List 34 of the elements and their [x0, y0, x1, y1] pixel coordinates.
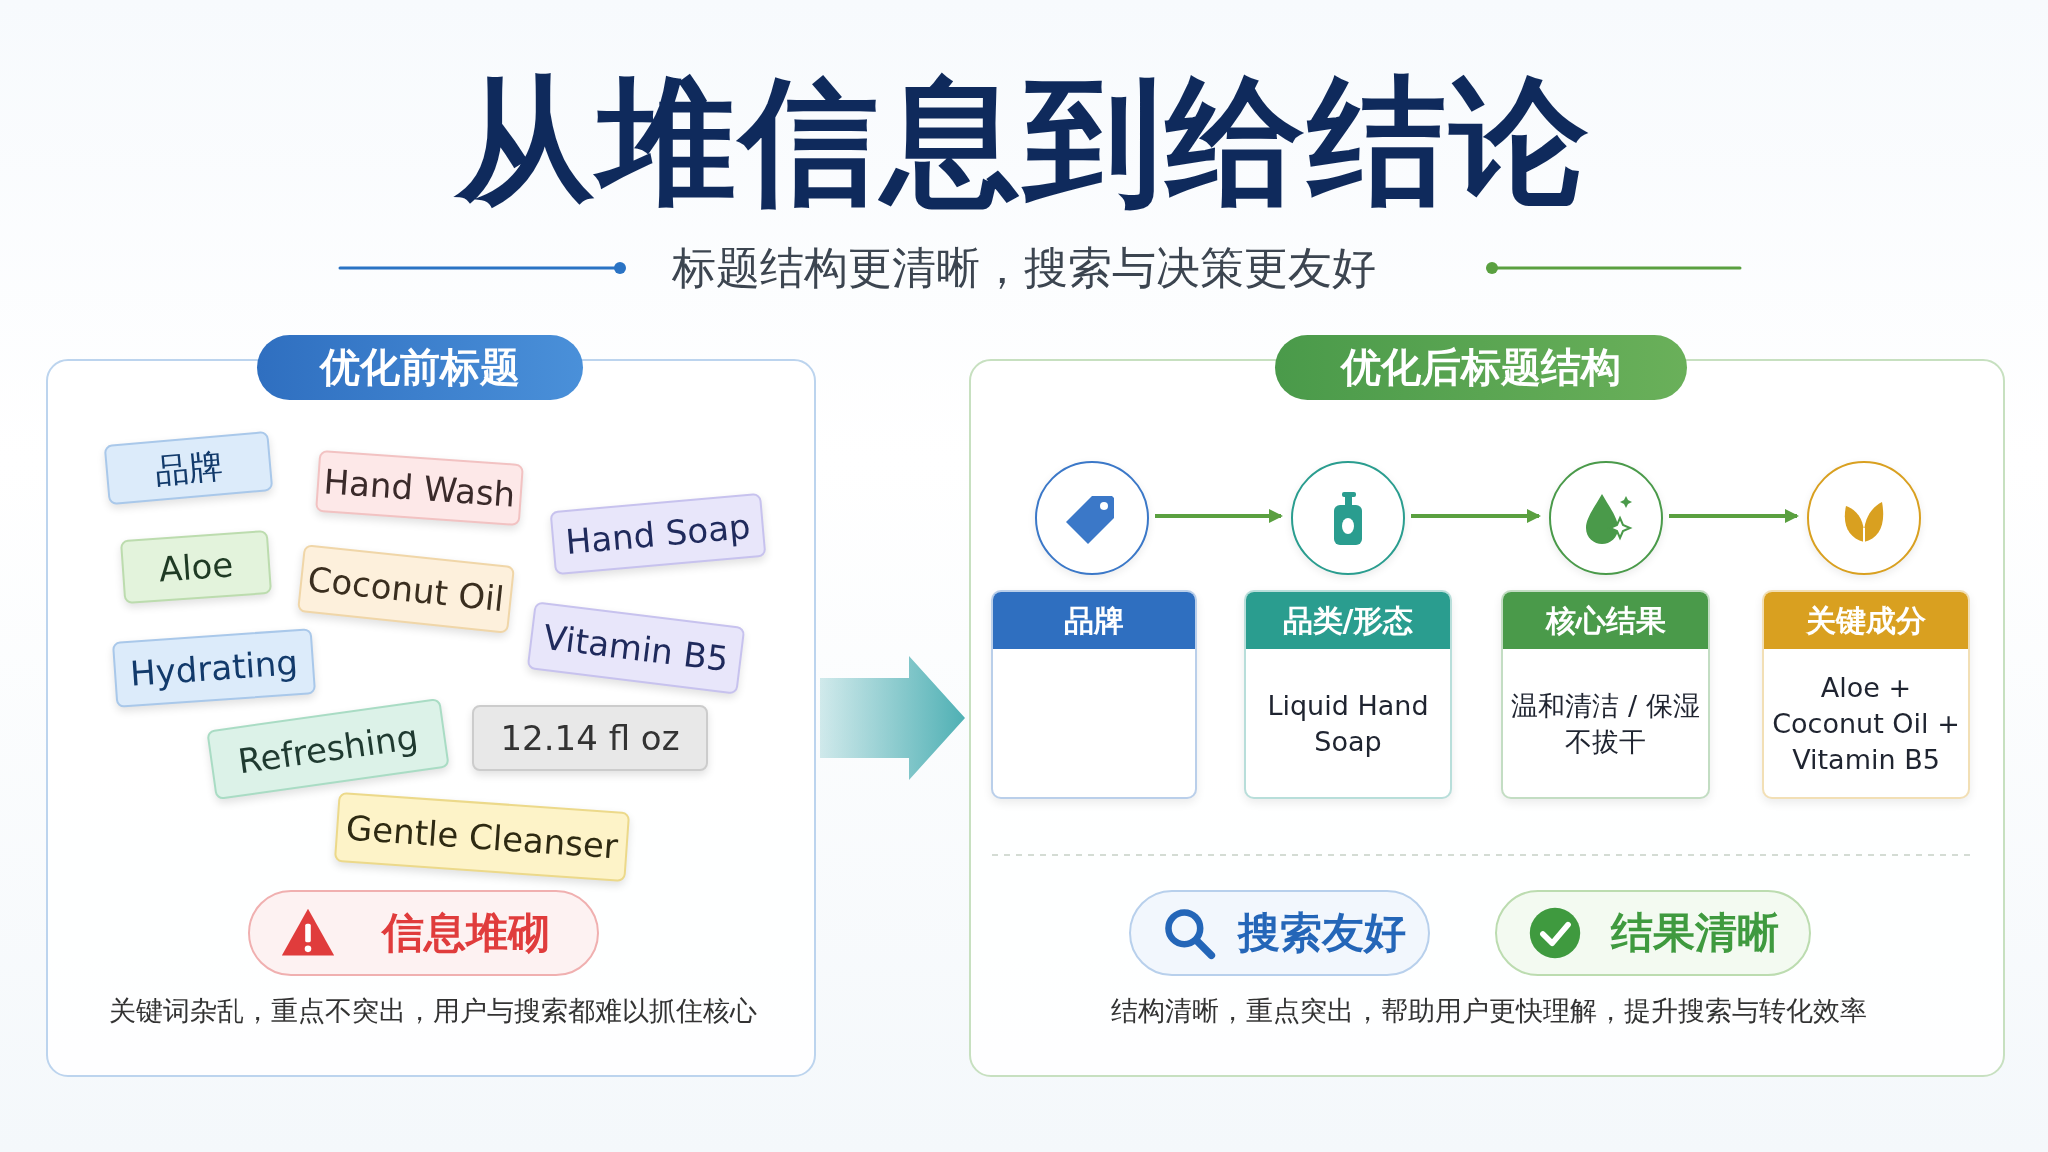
- note-text: 结构清晰，重点突出，帮助用户更快理解，提升搜索与转化效率: [1110, 994, 1868, 1028]
- keyword-tag: Hand Soap: [549, 492, 767, 576]
- card-header: 品类/形态: [1246, 592, 1450, 649]
- keyword-tag: Hydrating: [111, 628, 317, 708]
- card-header: 核心结果: [1503, 592, 1708, 649]
- big-arrow: [820, 656, 965, 780]
- card-header: 品牌: [993, 592, 1195, 649]
- keyword-tag: Hand Wash: [315, 449, 524, 527]
- note-text: 关键词杂乱，重点不突出，用户与搜索都难以抓住核心: [108, 994, 758, 1028]
- keyword-tag: Gentle Cleanser: [333, 791, 631, 883]
- arrow: [1411, 509, 1541, 523]
- product-card: [991, 590, 1197, 799]
- badge-text: 结果清晰: [1609, 907, 1780, 959]
- product-card: [1244, 590, 1452, 799]
- keyword-tag: 品牌: [103, 430, 274, 506]
- product-card: [1762, 590, 1970, 799]
- product-card: [1501, 590, 1710, 799]
- keyword-tag: Aloe: [119, 529, 273, 605]
- card-body: Aloe + Coconut Oil + Vitamin B5: [1771, 670, 1961, 777]
- keyword-tag: 12.14 fl oz: [472, 705, 708, 771]
- title: 从堆信息到给结论: [0, 62, 2048, 222]
- card-header: 关键成分: [1764, 592, 1968, 649]
- card-body: 温和清洁 / 保湿不拔干: [1510, 688, 1701, 759]
- card-body: Liquid Hand Soap: [1266, 688, 1430, 759]
- badge-text: 信息堆砌: [380, 907, 551, 959]
- subtitle: 标题结构更清晰，搜索与决策更友好: [671, 241, 1377, 295]
- heading-pill: 优化后标题结构: [1275, 335, 1687, 400]
- heading-pill: 优化前标题: [257, 335, 583, 400]
- badge-text: 搜索友好: [1236, 907, 1407, 959]
- arrow: [1155, 509, 1283, 523]
- keyword-tag: Refreshing: [206, 697, 450, 801]
- keyword-tag: Vitamin B5: [526, 601, 746, 695]
- arrow: [1669, 509, 1799, 523]
- keyword-tag: Coconut Oil: [297, 544, 515, 634]
